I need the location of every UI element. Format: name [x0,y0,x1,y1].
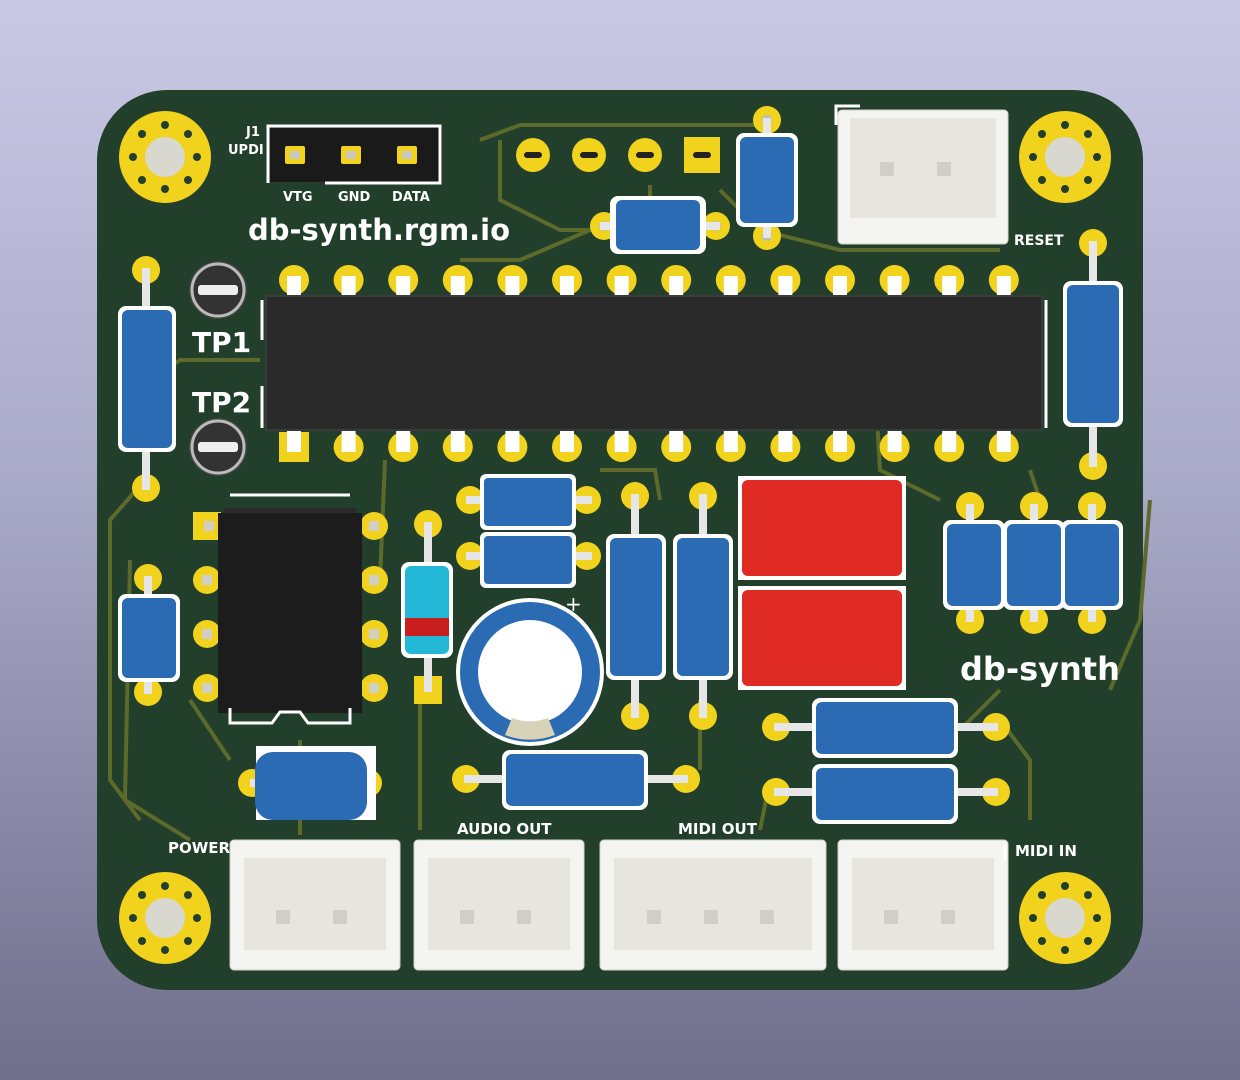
chip-pin [669,276,684,298]
mounting-hole-icon [119,872,211,964]
j1-pin-data-label: DATA [392,190,430,205]
mounting-hole-icon [1019,111,1111,203]
j1-pin-gnd-label: GND [338,190,371,205]
audio-out-connector [413,839,585,971]
svg-text:+: + [565,592,582,616]
film-capacitor-pair [738,476,906,690]
chip-pin [723,430,738,452]
chip-pin [287,276,301,298]
right-capacitor-group [943,492,1123,634]
chip-pin [778,430,793,452]
chip-pin [341,276,356,298]
tp2-label: TP2 [192,386,251,419]
chip-pin [287,430,301,452]
electrolytic-capacitor: + [456,592,604,746]
chip-pin [614,430,629,452]
left-resistor [118,256,176,502]
diode [401,510,453,704]
chip-pin [833,276,847,298]
center-resistor-pair [606,482,733,730]
opamp-chip [193,493,388,725]
chip-pin [450,430,465,452]
top-right-capacitor [736,106,798,250]
chip-pin [723,276,738,298]
board-name-label: db-synth [960,650,1120,688]
j1-updi-label: UPDI [228,143,264,158]
board-title: db-synth.rgm.io [248,213,510,247]
test-point-2 [189,418,247,476]
mounting-hole-icon [1019,872,1111,964]
chip-pin [942,430,957,452]
chip-pin [505,276,520,298]
chip-pin [560,430,574,452]
midi-in-connector [837,839,1009,971]
right-resistor [1063,229,1123,480]
reset-label: RESET [1014,233,1064,249]
j1-pin-vtg-label: VTG [283,190,313,205]
test-point-1 [189,261,247,319]
midi-out-connector [599,839,827,971]
center-capacitor-pair [456,474,601,588]
chip-pin [942,276,957,298]
midi-in-label: MIDI IN [1015,842,1077,860]
chip-pin [396,430,411,452]
chip-pin [996,276,1011,298]
updi-header [266,124,442,185]
chip-pin [887,430,902,452]
chip-pin [778,276,793,298]
mounting-hole-icon [119,111,211,203]
top-pin-header [516,137,720,173]
chip-pin [450,276,465,298]
chip-pin [887,276,902,298]
midi-out-label: MIDI OUT [678,820,758,838]
audio-out-label: AUDIO OUT [457,820,552,838]
reset-connector [834,104,1009,245]
power-connector [229,839,401,971]
power-capacitor [238,746,382,820]
j1-ref-label: J1 [245,125,260,140]
chip-pin [396,276,411,298]
chip-pin [833,430,847,452]
chip-pin [560,276,574,298]
chip-outline [260,300,1048,428]
chip-pin [669,430,684,452]
chip-body [265,295,1043,431]
chip-pin [505,430,520,452]
chip-pin [341,430,356,452]
tp1-label: TP1 [192,326,251,359]
microcontroller-chip [260,265,1048,462]
bottom-center-resistor [452,750,700,810]
chip-pin [996,430,1011,452]
lower-right-resistors [762,698,1010,824]
top-capacitor [590,196,730,254]
chip-pin [614,276,629,298]
left-capacitor [118,564,180,706]
power-label: POWER [168,839,231,857]
